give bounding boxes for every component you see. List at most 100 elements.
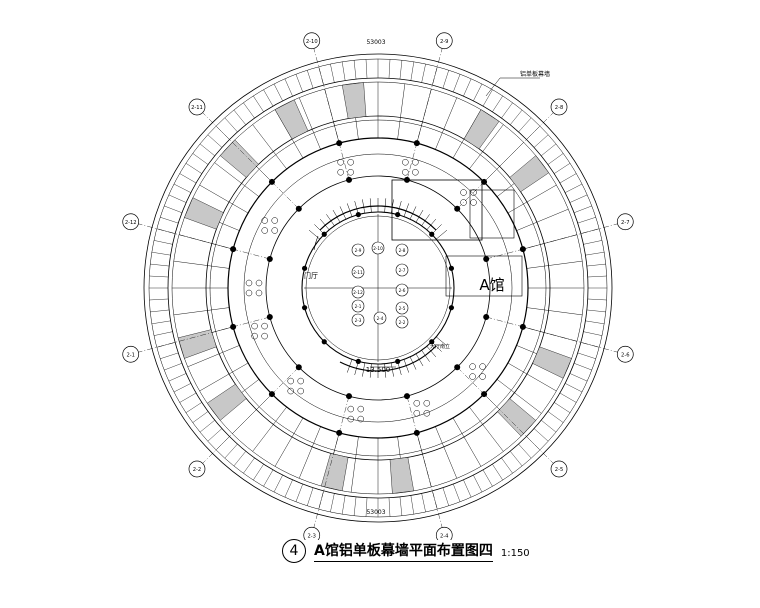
stair-south xyxy=(339,345,437,372)
furniture xyxy=(255,279,263,287)
furniture xyxy=(347,159,354,166)
axis-bubble xyxy=(188,98,206,116)
column xyxy=(268,391,275,398)
column xyxy=(413,429,420,436)
column xyxy=(295,364,302,371)
drawing-title: A馆铝单板幕墙平面布置图四 xyxy=(314,540,493,562)
furniture xyxy=(357,405,365,413)
column xyxy=(230,246,237,253)
furniture xyxy=(470,199,477,206)
axis-label: 2-4 xyxy=(440,533,449,539)
furniture xyxy=(347,405,355,413)
axis-bubble xyxy=(435,32,453,50)
furniture xyxy=(347,415,355,423)
inner-axis-bubble xyxy=(395,301,409,315)
column xyxy=(454,364,461,371)
inner-axis-bubble xyxy=(351,243,365,257)
inner-axis-bubble xyxy=(371,241,385,255)
hall-label: A馆 xyxy=(479,276,504,294)
furniture xyxy=(337,159,344,166)
inner-axis-bubble xyxy=(351,265,365,279)
furniture xyxy=(287,387,294,395)
axis-label: 2-1 xyxy=(126,352,134,358)
furniture xyxy=(402,159,409,166)
column xyxy=(481,178,488,185)
axis-bubble xyxy=(122,213,140,231)
axis-label: 2-5 xyxy=(555,467,563,473)
column xyxy=(266,256,273,263)
inner-axis-bubble xyxy=(351,299,365,313)
inner-axis-label: 2-3 xyxy=(355,318,362,323)
column xyxy=(483,256,490,263)
column xyxy=(295,205,302,212)
column xyxy=(336,429,343,436)
axis-label: 2-9 xyxy=(440,39,448,45)
inner-axis-bubble xyxy=(373,311,387,325)
core-column xyxy=(395,211,401,218)
inner-axis-label: 2-10 xyxy=(373,246,383,251)
furniture xyxy=(413,400,421,407)
furniture xyxy=(402,169,409,176)
column xyxy=(336,140,343,147)
inner-axis-label: 2-6 xyxy=(399,288,406,293)
furniture xyxy=(479,363,486,370)
column xyxy=(403,393,410,400)
core-column xyxy=(301,305,308,311)
inner-axis-bubble xyxy=(395,243,409,257)
column xyxy=(346,176,353,183)
room-note: 大厅南立 xyxy=(430,343,450,350)
furniture xyxy=(423,410,431,417)
core-column xyxy=(448,305,455,311)
furniture xyxy=(412,169,419,176)
axis-bubble xyxy=(616,213,634,231)
outer-ring xyxy=(143,53,613,523)
axis-bubble xyxy=(550,460,568,478)
axis-bubble xyxy=(435,526,453,540)
column xyxy=(413,140,420,147)
core-column xyxy=(395,358,401,365)
room-label: 门厅 xyxy=(304,271,318,280)
furniture xyxy=(412,159,419,166)
column xyxy=(346,393,353,400)
inner-axis-label: 2-12 xyxy=(353,290,363,295)
inner-axis-bubble xyxy=(351,285,365,299)
column xyxy=(519,323,526,330)
furniture xyxy=(255,289,263,297)
furniture xyxy=(261,227,268,234)
axis-label: 2-8 xyxy=(555,105,563,111)
furniture xyxy=(261,322,268,330)
furniture xyxy=(423,400,431,407)
furniture xyxy=(287,377,294,385)
furniture xyxy=(297,387,304,395)
inner-axis-bubble xyxy=(395,263,409,277)
column xyxy=(268,178,275,185)
inner-axis-label: 2-4 xyxy=(377,316,384,321)
furniture xyxy=(251,322,258,330)
furniture xyxy=(251,332,258,340)
axis-bubble xyxy=(122,345,140,363)
column xyxy=(266,313,273,320)
axis-bubble xyxy=(188,460,206,478)
axis-label: 2-7 xyxy=(621,220,629,226)
furniture xyxy=(469,363,476,370)
furniture xyxy=(261,217,268,224)
furniture xyxy=(479,373,486,380)
column xyxy=(519,246,526,253)
furniture xyxy=(337,169,344,176)
dimension-top: 53003 xyxy=(366,39,385,46)
furniture xyxy=(347,169,354,176)
column xyxy=(230,323,237,330)
column xyxy=(454,205,461,212)
inner-axis-label: 2-11 xyxy=(353,270,363,275)
inner-axis-bubble xyxy=(351,313,365,327)
inner-axis-label: 2-8 xyxy=(399,248,406,253)
furniture xyxy=(413,410,421,417)
core-column xyxy=(355,358,361,365)
inner-axis-label: 2-1 xyxy=(355,304,362,309)
column xyxy=(403,176,410,183)
core-column xyxy=(429,231,435,237)
drawing-caption: 4 A馆铝单板幕墙平面布置图四 1:150 xyxy=(282,536,530,566)
furniture xyxy=(245,289,253,297)
furniture xyxy=(470,189,477,196)
